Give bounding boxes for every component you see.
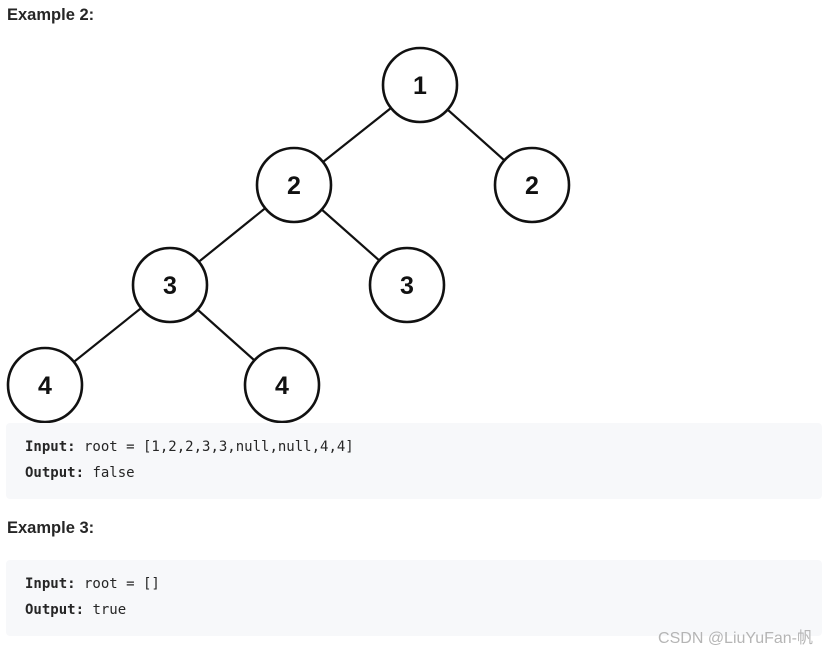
example-2-code-block: Input: root = [1,2,2,3,3,null,null,4,4] … <box>6 423 822 499</box>
input-value: root = [] <box>75 576 160 592</box>
tree-node: 3 <box>368 246 446 324</box>
example-3-code-block: Input: root = [] Output: true <box>6 560 822 636</box>
tree-node-circle <box>255 146 333 224</box>
input-line: Input: root = [1,2,2,3,3,null,null,4,4] <box>25 439 354 455</box>
input-line: Input: root = [] <box>25 576 160 592</box>
example-3-heading: Example 3: <box>7 519 95 537</box>
tree-node-label: 3 <box>163 272 177 300</box>
output-label: Output: <box>25 465 85 481</box>
binary-tree-diagram: 1 2 2 3 3 4 4 <box>6 46 571 424</box>
tree-edges <box>44 84 533 386</box>
tree-node: 4 <box>6 346 84 424</box>
tree-node-label: 3 <box>400 272 414 300</box>
tree-node-label: 2 <box>525 172 539 200</box>
tree-node-circle <box>131 246 209 324</box>
output-value: false <box>84 465 135 481</box>
tree-node-circle <box>493 146 571 224</box>
tree-node: 1 <box>381 46 459 124</box>
tree-node-circle <box>368 246 446 324</box>
tree-node-circle <box>243 346 321 424</box>
tree-node: 2 <box>493 146 571 224</box>
tree-node-circle <box>6 346 84 424</box>
tree-node-label: 4 <box>38 372 52 400</box>
tree-node: 4 <box>243 346 321 424</box>
tree-node-circle <box>381 46 459 124</box>
output-value: true <box>84 602 127 618</box>
output-line: Output: true <box>25 602 126 618</box>
tree-node-label: 4 <box>275 372 289 400</box>
output-line: Output: false <box>25 465 135 481</box>
watermark: CSDN @LiuYuFan-帆 <box>658 630 813 647</box>
input-value: root = [1,2,2,3,3,null,null,4,4] <box>75 439 354 455</box>
tree-node-label: 2 <box>287 172 301 200</box>
tree-node-label: 1 <box>413 72 427 100</box>
tree-nodes: 1 2 2 3 3 4 4 <box>6 46 571 424</box>
input-label: Input: <box>25 576 76 592</box>
input-label: Input: <box>25 439 76 455</box>
example-2-heading: Example 2: <box>7 6 95 24</box>
tree-node: 3 <box>131 246 209 324</box>
tree-node: 2 <box>255 146 333 224</box>
output-label: Output: <box>25 602 85 618</box>
